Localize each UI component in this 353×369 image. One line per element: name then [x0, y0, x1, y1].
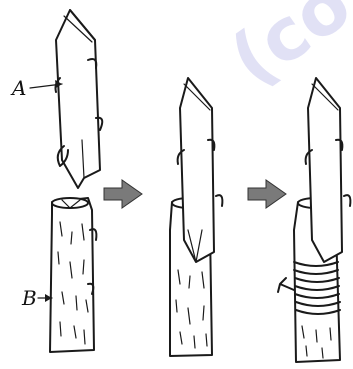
label-a-group: A	[10, 76, 62, 100]
graft-inserted	[170, 78, 222, 356]
step-arrow-2	[248, 180, 286, 208]
rootstock-separate	[50, 198, 96, 352]
label-a: A	[10, 76, 26, 100]
watermark-logo: (co	[215, 0, 353, 102]
scion-separate	[56, 10, 103, 188]
label-b-group: B	[21, 286, 52, 310]
graft-tied	[278, 78, 350, 362]
watermark-text: (co	[215, 0, 353, 102]
label-b: B	[21, 286, 37, 310]
step-arrow-1	[104, 180, 142, 208]
